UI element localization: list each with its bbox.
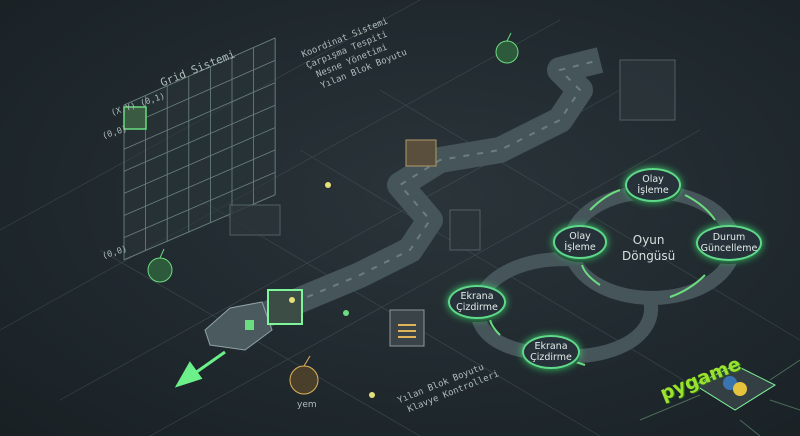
food-apple-icon <box>289 355 319 395</box>
apple-icon <box>495 32 519 64</box>
game-loop-title-line1: Oyun <box>632 233 665 247</box>
code-panels <box>229 59 676 251</box>
snake-head-eye <box>245 320 254 330</box>
apple-icon <box>147 248 173 283</box>
loop-arrows <box>489 189 716 366</box>
food-label: yem <box>297 400 317 410</box>
snake-gold-block <box>405 139 437 167</box>
snake-head <box>204 301 273 351</box>
snake-glow-block <box>267 289 303 325</box>
code-box <box>389 309 425 347</box>
game-loop-title: Oyun Döngüsü <box>622 232 675 264</box>
direction-arrow-icon <box>174 350 226 388</box>
game-loop-title-line2: Döngüsü <box>622 249 676 263</box>
node-dots <box>289 182 375 398</box>
game-loop-ring <box>470 185 741 364</box>
python-chip-icon <box>639 359 800 436</box>
